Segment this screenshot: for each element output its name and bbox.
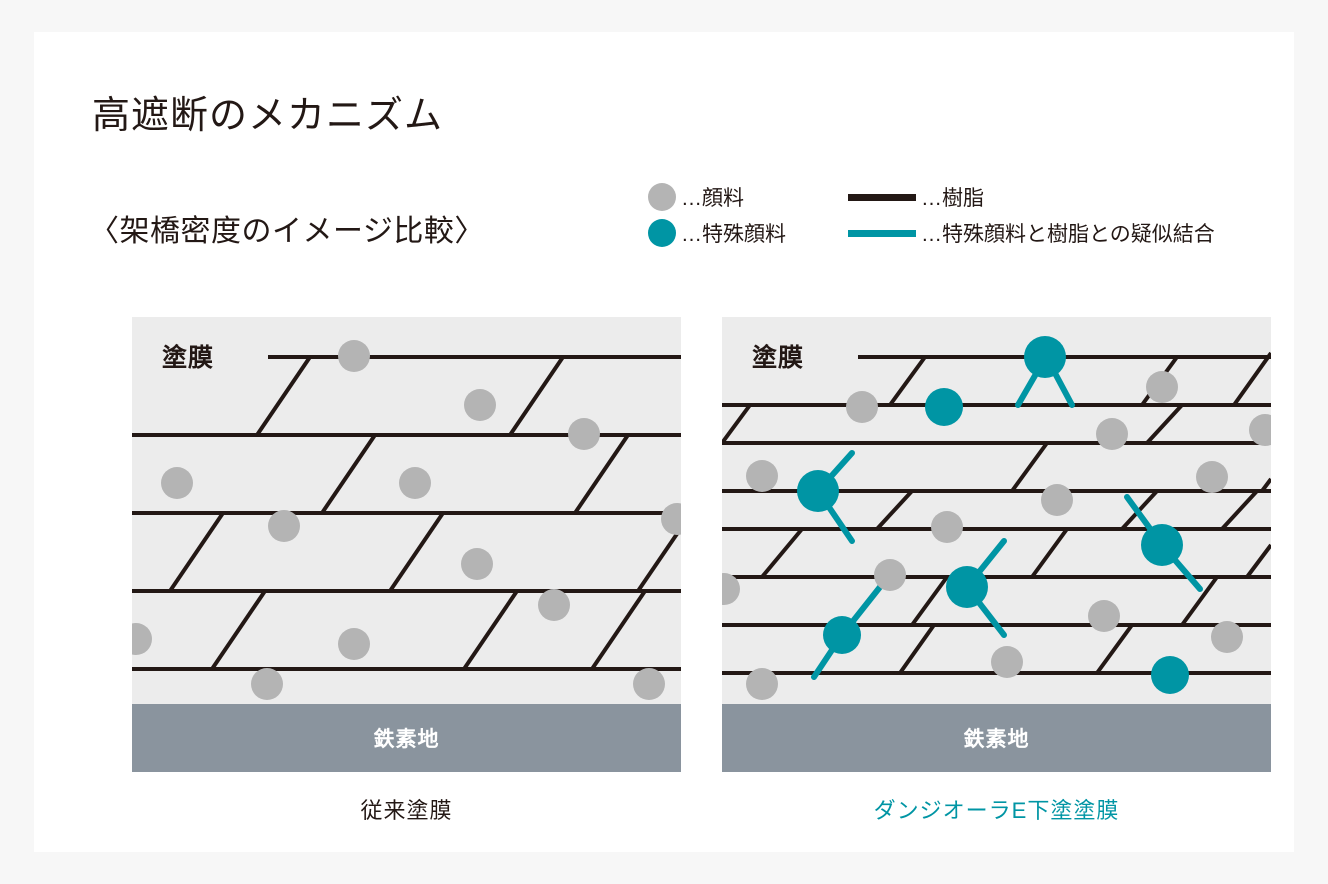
legend-label: …樹脂 (921, 187, 984, 210)
film-layer-product: 塗膜 (722, 317, 1271, 704)
film-layer-conventional: 塗膜 (132, 317, 681, 704)
legend-item-pigment: …顔料 (648, 182, 848, 212)
legend-row: …顔料 …樹脂 (648, 179, 1268, 215)
legend-item-special-pigment: …特殊顔料 (648, 218, 848, 248)
black-line-icon (848, 193, 916, 201)
pigment-group (132, 340, 681, 700)
content-card: 高遮断のメカニズム 〈架橋密度のイメージ比較〉 …顔料 …樹脂 …特殊顔料 (34, 32, 1294, 852)
special-pigment-group (797, 336, 1189, 694)
panel-caption-product: ダンジオーラE下塗塗膜 (873, 798, 1120, 823)
page-title: 高遮断のメカニズム (92, 95, 444, 137)
legend-item-pseudo-bond: …特殊顔料と樹脂との疑似結合 (848, 218, 1215, 248)
substrate-band: 鉄素地 (132, 704, 681, 772)
film-label: 塗膜 (162, 344, 215, 372)
legend-item-resin: …樹脂 (848, 182, 984, 212)
legend-label: …顔料 (681, 187, 744, 210)
panel-product: 塗膜 鉄素地 ダンジオーラE下塗塗膜 (722, 317, 1271, 823)
panel-conventional: 塗膜 鉄素地 従来塗膜 (132, 317, 681, 823)
panel-caption-conventional: 従来塗膜 (360, 798, 453, 823)
substrate-label: 鉄素地 (373, 728, 440, 751)
gray-circle-icon (648, 183, 676, 211)
pigment-group (722, 371, 1271, 700)
section-subtitle: 〈架橋密度のイメージ比較〉 (89, 215, 485, 248)
crosslink-diagram-conventional (132, 340, 681, 700)
crosslink-diagram-product (722, 336, 1271, 700)
legend-label: …特殊顔料と樹脂との疑似結合 (921, 223, 1215, 246)
film-label: 塗膜 (752, 344, 805, 372)
legend-row: …特殊顔料 …特殊顔料と樹脂との疑似結合 (648, 215, 1268, 251)
substrate-label: 鉄素地 (963, 728, 1030, 751)
teal-circle-icon (648, 219, 676, 247)
legend: …顔料 …樹脂 …特殊顔料 …特殊顔料と樹脂との疑似結合 (648, 179, 1268, 251)
teal-line-icon (848, 229, 916, 237)
substrate-band: 鉄素地 (722, 704, 1271, 772)
legend-label: …特殊顔料 (681, 223, 786, 246)
